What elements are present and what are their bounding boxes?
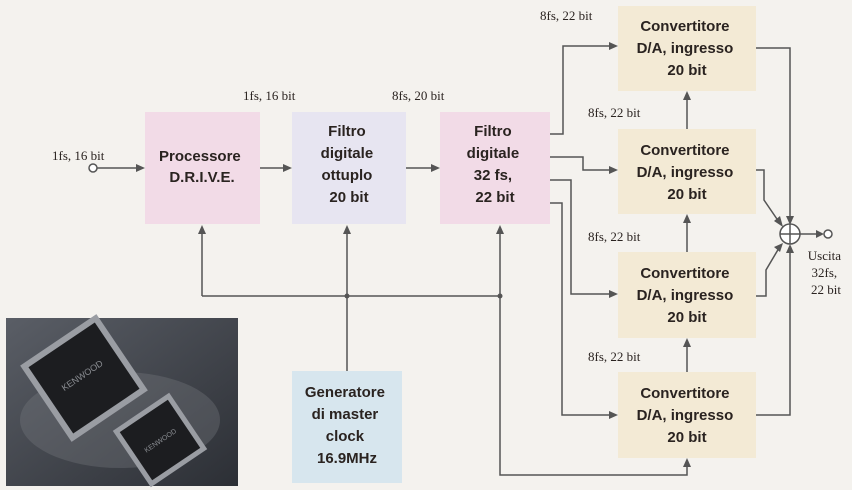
filter1-box [292, 112, 406, 224]
processor-line-2: D.R.I.V.E. [169, 169, 234, 186]
converter-2-line-2: D/A, ingresso [637, 164, 734, 181]
filter2-line-2: digitale [467, 145, 520, 162]
output-line-1: Uscita [808, 248, 841, 263]
output-line-2: 32fs, [812, 265, 838, 280]
svg-text:Convertitore D/A, ingres: Convertitore D/A, ingresso 20 bit [637, 142, 738, 203]
processor-line-1: Processore [159, 148, 241, 165]
converter-4-line-3: 20 bit [667, 429, 706, 446]
converter-4-line-1: Convertitore [640, 385, 729, 402]
converter-1-line-1: Convertitore [640, 18, 729, 35]
output-line-3: 22 bit [811, 282, 841, 297]
converter-1-line-3: 20 bit [667, 62, 706, 79]
converter-4-block: Convertitore D/A, ingresso 20 bit [618, 372, 756, 458]
clock-line-3: clock [326, 428, 365, 445]
clock-line-1: Generatore [305, 384, 385, 401]
converter-3-box [618, 252, 756, 338]
filter1-line-1: Filtro [328, 123, 366, 140]
converter-2-box [618, 129, 756, 214]
svg-text:Convertitore D/A, ingres: Convertitore D/A, ingresso 20 bit [637, 385, 738, 446]
output-terminal [823, 229, 833, 239]
processor-box [145, 112, 260, 224]
converter-2-line-1: Convertitore [640, 142, 729, 159]
input-label: 1fs, 16 bit [52, 148, 105, 163]
converter-3-line-2: D/A, ingresso [637, 287, 734, 304]
filter2-block: Filtro digitale 32 fs, 22 bit [440, 112, 550, 224]
svg-text:Uscita 32fs, 22 bit: Uscita 32fs, 22 bit [808, 248, 844, 297]
svg-text:Processore D.R.I.V.E.: Processore D.R.I.V.E. [159, 148, 245, 186]
converter-1-line-2: D/A, ingresso [637, 40, 734, 57]
filter2-box [440, 112, 550, 224]
svg-text:Generatore di master: Generatore di master clock 16.9MHz [305, 384, 389, 467]
filter1-line-3: ottuplo [322, 167, 373, 184]
label-conv4-in: 8fs, 22 bit [588, 349, 641, 364]
filter2-line-4: 22 bit [475, 189, 514, 206]
processor-block: Processore D.R.I.V.E. [145, 112, 260, 224]
label-proc-to-filter1: 1fs, 16 bit [243, 88, 296, 103]
converter-2-block: Convertitore D/A, ingresso 20 bit [618, 129, 756, 214]
converter-2-line-3: 20 bit [667, 186, 706, 203]
label-conv1-in: 8fs, 22 bit [540, 8, 593, 23]
chip-photo: KENWOOD KENWOOD [6, 314, 238, 488]
label-conv2-in: 8fs, 22 bit [588, 105, 641, 120]
converter-3-line-3: 20 bit [667, 309, 706, 326]
label-conv3-in: 8fs, 22 bit [588, 229, 641, 244]
converter-4-box [618, 372, 756, 458]
chip-large: KENWOOD [20, 314, 148, 442]
converter-4-line-2: D/A, ingresso [637, 407, 734, 424]
filter1-line-4: 20 bit [329, 189, 368, 206]
chip-small: KENWOOD [112, 392, 208, 488]
clock-line-4: 16.9MHz [317, 450, 377, 467]
filter2-line-3: 32 fs, [474, 167, 512, 184]
input-terminal [88, 163, 98, 173]
wiring [88, 42, 833, 476]
filter1-line-2: digitale [321, 145, 374, 162]
filter2-line-1: Filtro [474, 123, 512, 140]
svg-text:Filtro digitale ot: Filtro digitale ottuplo 20 bit [321, 123, 378, 206]
clock-block: Generatore di master clock 16.9MHz [292, 371, 402, 483]
clock-box [292, 371, 402, 483]
converter-1-box [618, 6, 756, 91]
converter-3-line-1: Convertitore [640, 265, 729, 282]
clock-line-2: di master [312, 406, 379, 423]
svg-text:Convertitore D/A, ingres: Convertitore D/A, ingresso 20 bit [637, 18, 738, 79]
converter-3-block: Convertitore D/A, ingresso 20 bit [618, 252, 756, 338]
filter1-block: Filtro digitale ottuplo 20 bit [292, 112, 406, 224]
svg-text:Filtro digitale 32: Filtro digitale 32 fs, 22 bit [467, 123, 524, 206]
label-filter1-to-filter2: 8fs, 20 bit [392, 88, 445, 103]
converter-1-block: Convertitore D/A, ingresso 20 bit [618, 6, 756, 91]
svg-text:Convertitore D/A, ingres: Convertitore D/A, ingresso 20 bit [637, 265, 738, 326]
